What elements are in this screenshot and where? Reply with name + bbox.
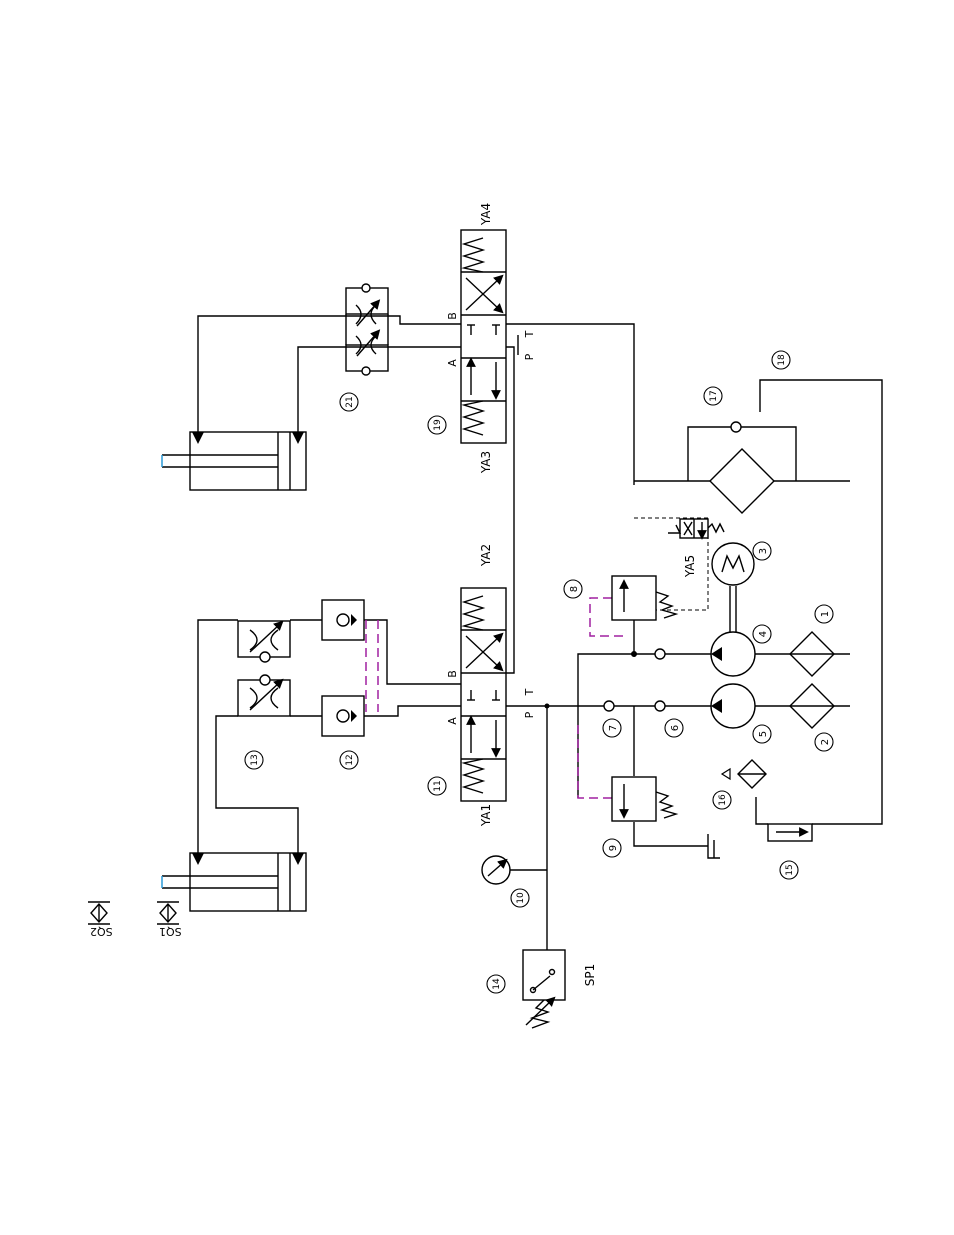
label-c9: 9 (608, 845, 619, 851)
label-ya2: YA2 (479, 544, 493, 567)
label-c13: 13 (250, 754, 260, 765)
port-b-lower: B (446, 670, 459, 678)
label-c19: 19 (433, 419, 443, 431)
label-ya5: YA5 (683, 555, 697, 578)
label-sq2: SQ2 (90, 925, 113, 938)
label-c16: 16 (718, 794, 728, 806)
port-b-upper: B (446, 312, 459, 320)
label-c7: 7 (608, 725, 619, 731)
label-c15: 15 (785, 864, 795, 875)
label-c8: 8 (569, 586, 580, 592)
pilot-lines (366, 462, 756, 798)
label-c2: 2 (820, 739, 831, 745)
label-ya1: YA1 (479, 804, 493, 827)
label-c5: 5 (758, 731, 769, 737)
label-sq1: SQ1 (159, 925, 182, 938)
port-p-upper: P (523, 353, 536, 360)
pilot-check-valve-12-upper (322, 600, 364, 640)
limit-switch-sq1 (157, 902, 179, 924)
port-t-upper: T (523, 330, 536, 338)
port-a-lower: A (446, 717, 459, 725)
label-c17: 17 (709, 390, 719, 401)
air-breather-16 (722, 760, 766, 788)
electric-motor-3 (712, 543, 754, 585)
label-c18: 18 (777, 354, 787, 366)
label-c3: 3 (758, 548, 769, 554)
label-c1: 1 (820, 611, 831, 617)
pump-4 (711, 632, 755, 676)
pressure-switch-14 (523, 950, 565, 1028)
label-c10: 10 (516, 892, 526, 904)
pump-5 (711, 684, 755, 728)
directional-valve-11 (461, 588, 506, 801)
throttle-check-valve-21 (346, 284, 388, 375)
directional-valve-19 (461, 230, 506, 443)
throttle-valve-13 (238, 621, 290, 716)
label-ya4: YA4 (479, 203, 493, 226)
return-filter-17 (710, 422, 774, 513)
label-c6: 6 (670, 725, 681, 731)
port-a-upper: A (446, 359, 459, 367)
pilot-check-valve-12-lower (322, 696, 364, 736)
level-indicator-15 (768, 824, 812, 841)
relief-valve-8 (612, 576, 676, 620)
pressure-gauge-10 (482, 856, 510, 884)
label-ya3: YA3 (479, 451, 493, 474)
label-sp1: SP1 (583, 964, 597, 987)
relief-valve-9 (612, 777, 676, 821)
port-t-lower: T (523, 688, 536, 696)
port-p-lower: P (523, 711, 536, 718)
label-c11: 11 (433, 780, 443, 791)
label-c12: 12 (345, 754, 355, 765)
label-c21: 21 (345, 396, 355, 407)
limit-switch-sq2 (88, 902, 110, 924)
label-c4: 4 (758, 631, 769, 637)
hydraulic-cylinder-upper (162, 432, 306, 490)
hydraulic-cylinder-lower (162, 853, 306, 911)
suction-filter-2 (790, 684, 834, 728)
check-valves (604, 649, 665, 711)
suction-filter-1 (790, 632, 834, 676)
label-c14: 14 (492, 978, 502, 990)
